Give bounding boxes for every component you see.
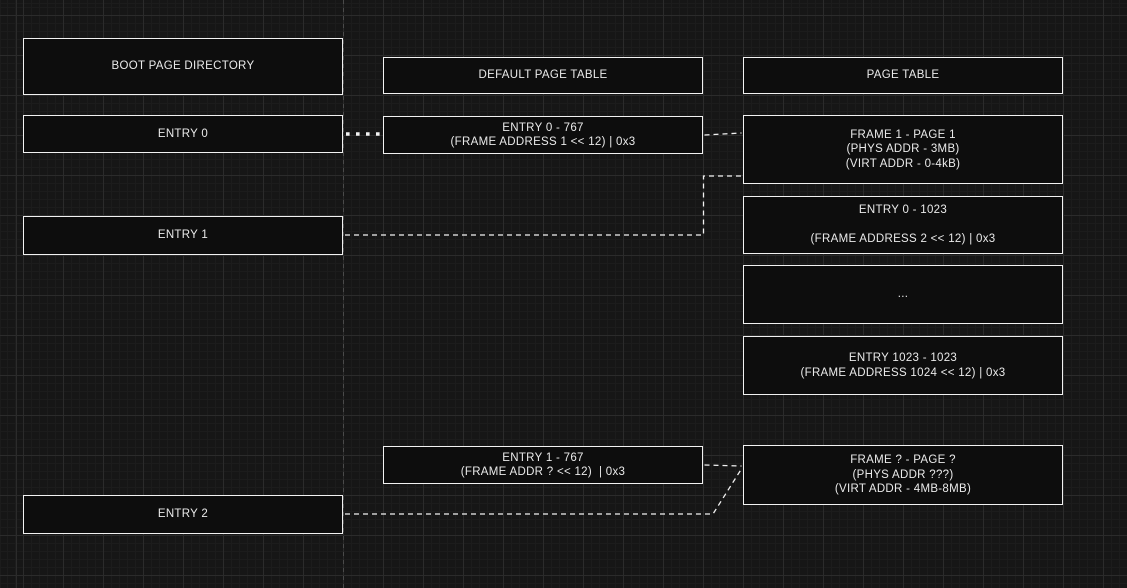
box-entry-1-767: ENTRY 1 - 767 (FRAME ADDR ? << 12) | 0x3 — [383, 446, 703, 484]
box-entry-0-1023: ENTRY 0 - 1023 (FRAME ADDRESS 2 << 12) |… — [743, 196, 1063, 254]
box-label: FRAME ? - PAGE ? — [850, 454, 956, 467]
box-boot-page-directory: BOOT PAGE DIRECTORY — [23, 38, 343, 95]
box-label: (VIRT ADDR - 0-4kB) — [845, 157, 961, 170]
box-label: ENTRY 1 - 767 — [502, 451, 584, 464]
box-label: (PHYS ADDR ???) — [852, 468, 954, 481]
box-default-page-table: DEFAULT PAGE TABLE — [383, 57, 703, 94]
box-entry-0: ENTRY 0 — [23, 115, 343, 153]
box-entry-1: ENTRY 1 — [23, 216, 343, 255]
box-frame-1-page-1: FRAME 1 - PAGE 1 (PHYS ADDR - 3MB) (VIRT… — [743, 115, 1063, 184]
box-label: (VIRT ADDR - 4MB-8MB) — [834, 483, 972, 496]
box-label: ENTRY 0 - 767 — [502, 121, 584, 134]
connector-entry1-767-to-frame-q — [704, 464, 742, 467]
box-label: (FRAME ADDRESS 1 << 12) | 0x3 — [450, 136, 636, 148]
box-entry-2: ENTRY 2 — [23, 495, 343, 534]
box-label: ... — [897, 288, 909, 301]
box-label: ENTRY 1023 - 1023 — [848, 352, 958, 364]
box-label: DEFAULT PAGE TABLE — [478, 69, 608, 82]
connector-entry1-to-frame1 — [345, 175, 742, 236]
box-page-table: PAGE TABLE — [743, 57, 1063, 94]
box-label: ENTRY 1 — [157, 229, 209, 242]
box-label: ENTRY 0 — [157, 127, 209, 140]
box-entry-1023-1023: ENTRY 1023 - 1023 (FRAME ADDRESS 1024 <<… — [743, 336, 1063, 395]
box-label: (FRAME ADDRESS 2 << 12) | 0x3 — [810, 233, 996, 246]
box-label: PAGE TABLE — [866, 69, 940, 82]
box-label: BOOT PAGE DIRECTORY — [111, 60, 255, 73]
connector-entry0-767-to-frame1 — [704, 132, 742, 136]
box-entry-0-767: ENTRY 0 - 767 (FRAME ADDRESS 1 << 12) | … — [383, 116, 703, 154]
box-label: ENTRY 0 - 1023 — [858, 204, 948, 217]
box-label: (PHYS ADDR - 3MB) — [846, 143, 960, 156]
box-label: FRAME 1 - PAGE 1 — [850, 128, 956, 141]
box-frame-q-page-q: FRAME ? - PAGE ? (PHYS ADDR ???) (VIRT A… — [743, 445, 1063, 505]
box-label: (FRAME ADDR ? << 12) | 0x3 — [460, 466, 626, 478]
box-label: ENTRY 2 — [157, 508, 209, 521]
box-label: (FRAME ADDRESS 1024 << 12) | 0x3 — [800, 366, 1006, 379]
box-ellipsis: ... — [743, 265, 1063, 324]
